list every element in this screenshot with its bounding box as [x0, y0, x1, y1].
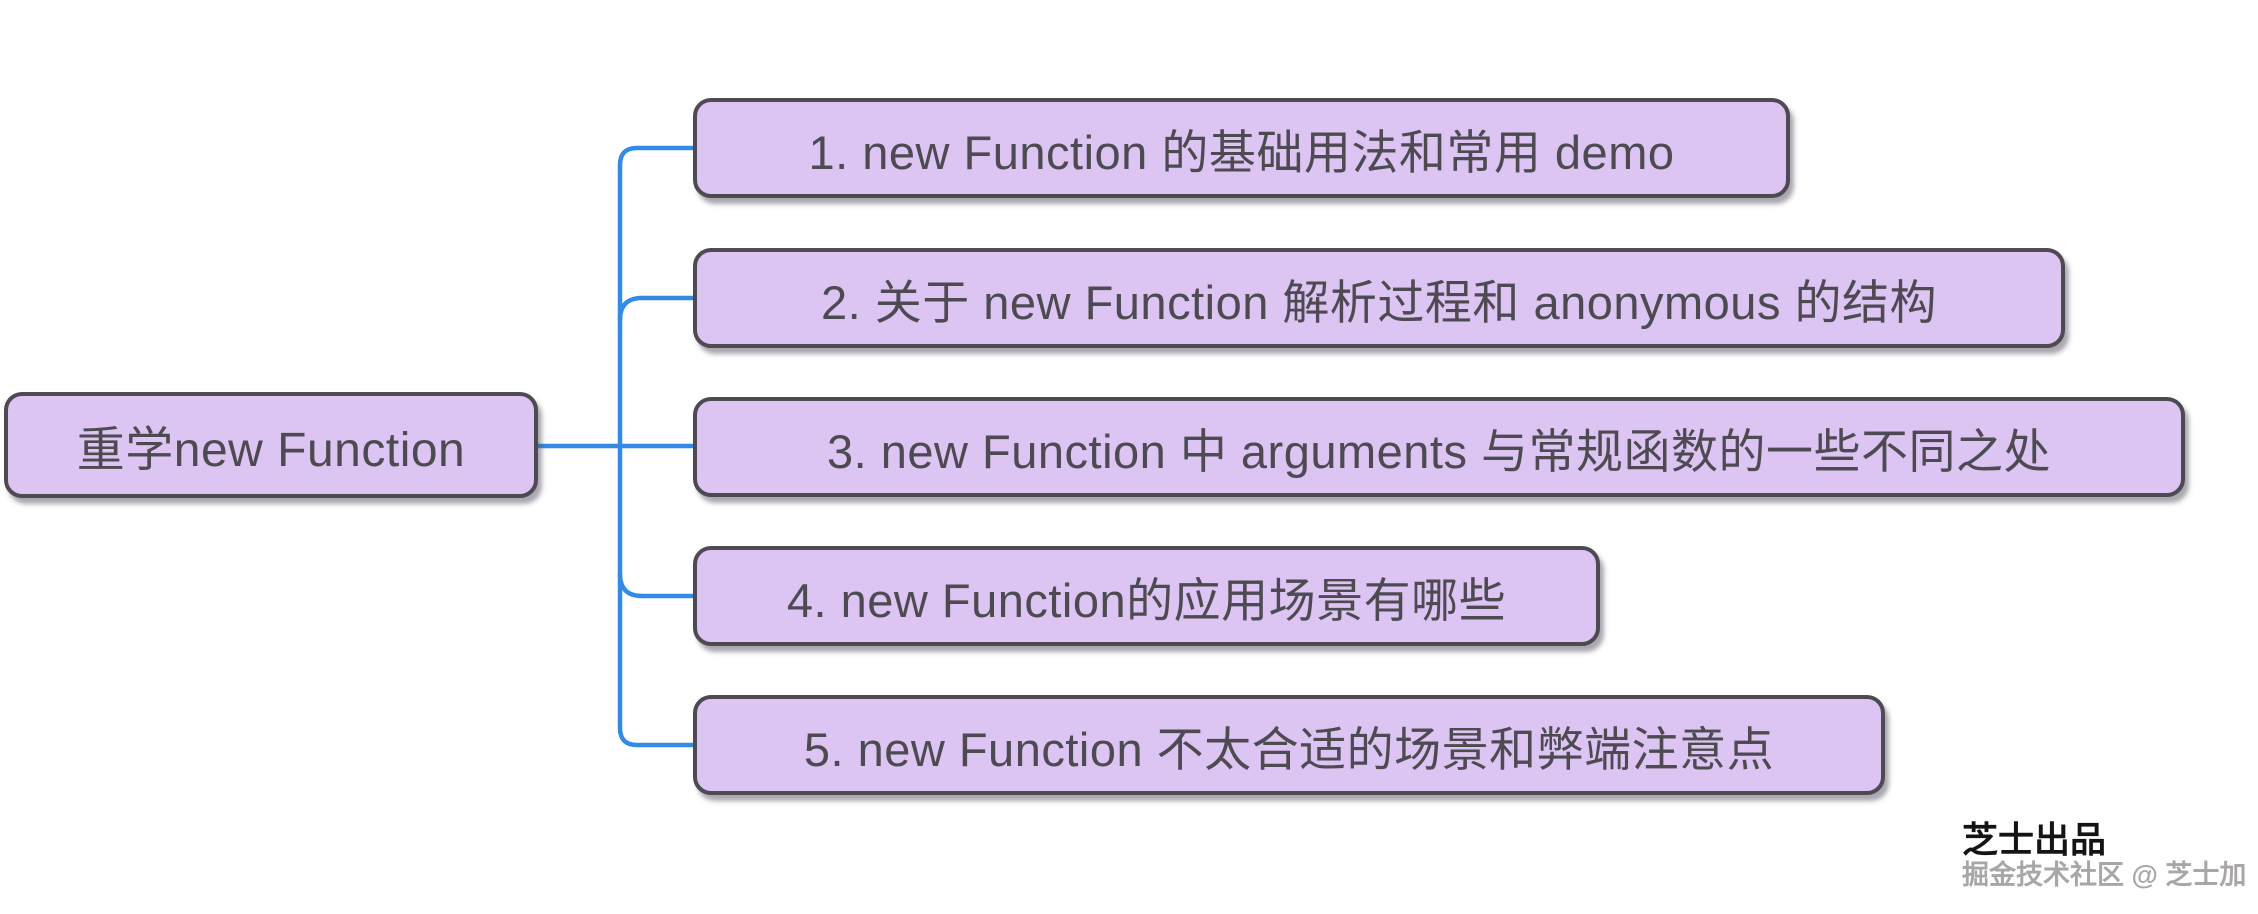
branch-node-2-label: 2. 关于 new Function 解析过程和 anonymous 的结构 [820, 275, 1938, 329]
watermark-title: 芝士出品 [1962, 819, 2107, 860]
branch-node-3[interactable]: 3. new Function 中 arguments 与常规函数的一些不同之处 [693, 397, 2185, 497]
root-node[interactable]: 重学new Function [4, 392, 538, 498]
branch-node-2[interactable]: 2. 关于 new Function 解析过程和 anonymous 的结构 [693, 248, 2065, 348]
branch-node-5-label: 5. new Function 不太合适的场景和弊端注意点 [803, 722, 1775, 776]
watermark: 芝士出品 掘金技术社区 @ 芝士加 [1962, 822, 2246, 889]
root-node-label: 重学new Function [76, 424, 466, 477]
branch-node-1-label: 1. new Function 的基础用法和常用 demo [808, 125, 1675, 179]
branch-node-4[interactable]: 4. new Function的应用场景有哪些 [693, 546, 1600, 646]
watermark-subtitle: 掘金技术社区 @ 芝士加 [1962, 860, 2247, 890]
connector-branch-2 [617, 295, 696, 323]
connector-trunk-up-branch-1 [617, 145, 696, 449]
branch-node-4-label: 4. new Function的应用场景有哪些 [786, 573, 1507, 627]
branch-node-3-label: 3. new Function 中 arguments 与常规函数的一些不同之处 [826, 424, 2052, 478]
connector-branch-4 [617, 571, 696, 599]
connector-trunk-down-branch-5 [617, 443, 696, 748]
branch-node-5[interactable]: 5. new Function 不太合适的场景和弊端注意点 [693, 695, 1885, 795]
branch-node-1[interactable]: 1. new Function 的基础用法和常用 demo [693, 98, 1790, 198]
